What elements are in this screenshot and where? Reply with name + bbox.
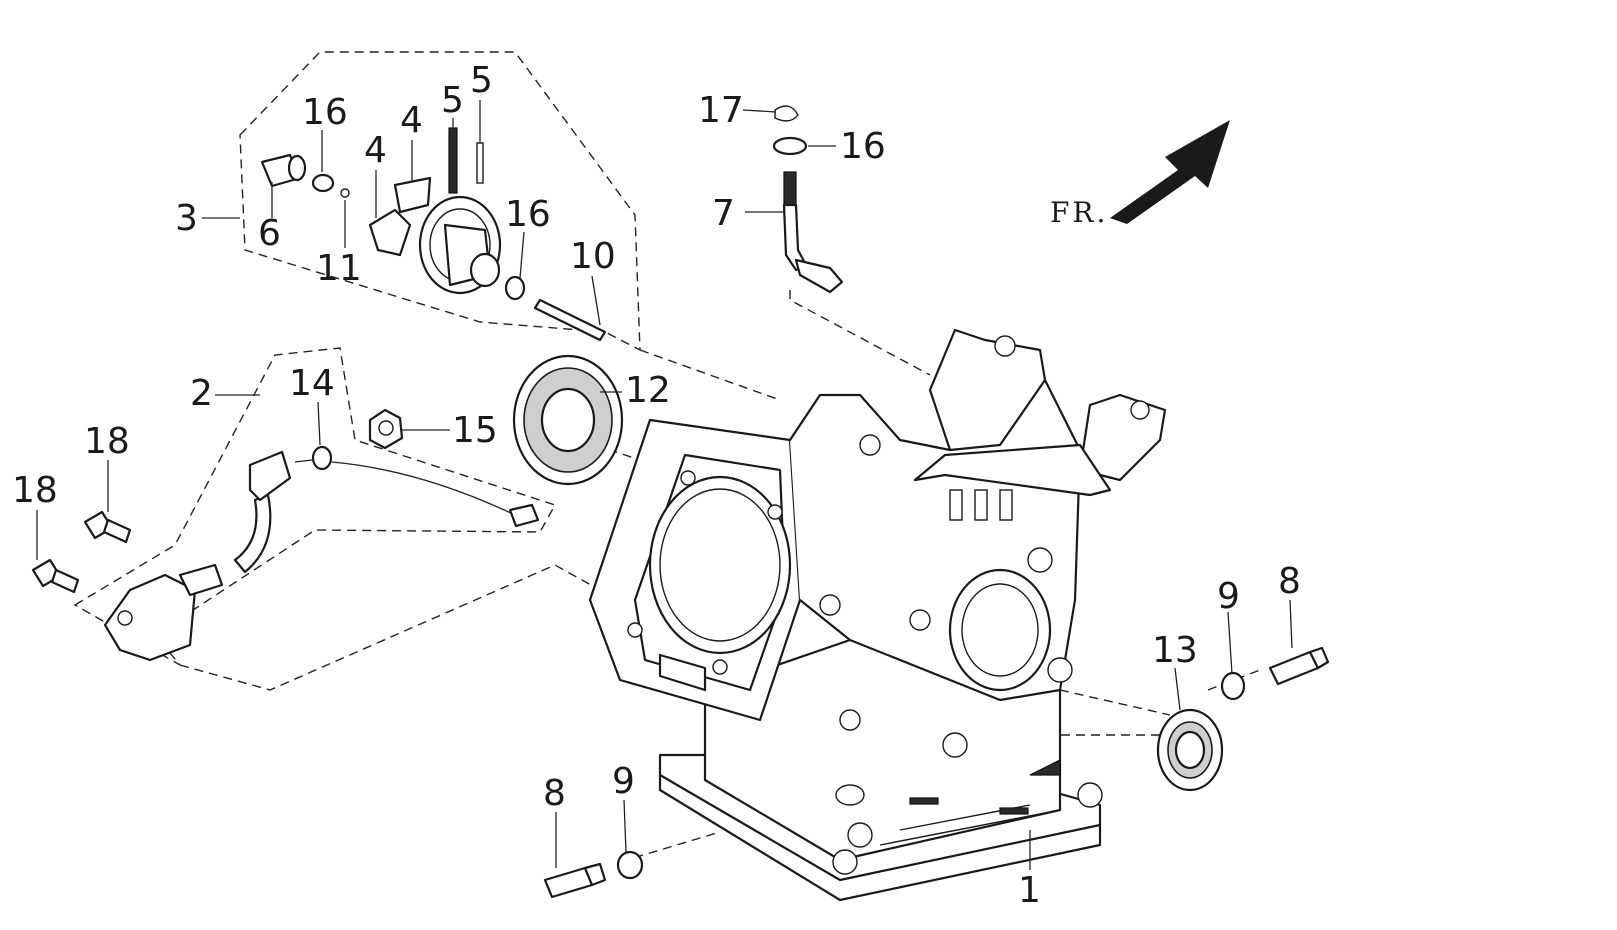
callout-16-right: 16 — [505, 194, 551, 235]
callout-3: 3 — [175, 198, 198, 239]
callout-18-right: 18 — [84, 421, 130, 462]
callout-4-lower: 4 — [364, 130, 387, 171]
callout-5-left: 5 — [441, 80, 464, 121]
washer-9-right — [1220, 671, 1246, 701]
callout-18-left: 18 — [12, 470, 58, 511]
front-direction-arrow-icon — [1110, 120, 1230, 224]
callout-16-left: 16 — [302, 92, 348, 133]
governor-to-crankcase-dash — [639, 349, 781, 401]
callout-2: 2 — [190, 373, 213, 414]
callout-9-bottom: 9 — [612, 761, 635, 802]
ball-bearing-12 — [512, 354, 624, 486]
drain-plug-8-bottom — [543, 862, 607, 899]
callout-17: 17 — [698, 90, 744, 131]
nut-15 — [368, 408, 404, 450]
lever-to-crankcase-dash — [789, 290, 931, 376]
callout-7: 7 — [712, 193, 735, 234]
crankcase-block — [588, 328, 1167, 902]
washer-16-lever — [772, 136, 808, 156]
governor-holder-4-lower — [368, 208, 412, 257]
callout-5-right: 5 — [470, 60, 493, 101]
clip-11 — [340, 188, 350, 198]
callout-8-right: 8 — [1278, 561, 1301, 602]
callout-6: 6 — [258, 213, 281, 254]
governor-holder-4-upper — [393, 176, 432, 214]
oil-level-sensor — [103, 445, 540, 662]
washer-16-right — [504, 275, 526, 301]
drain-plug-right-dash — [1207, 669, 1261, 691]
callout-1: 1 — [1018, 870, 1041, 911]
callout-12: 12 — [625, 370, 671, 411]
callout-10: 10 — [570, 236, 616, 277]
bolt-18-right — [83, 510, 132, 544]
callout-9-right: 9 — [1217, 576, 1240, 617]
governor-shaft-6 — [260, 153, 307, 188]
oil-seal-13 — [1156, 708, 1224, 792]
callout-11: 11 — [316, 248, 362, 289]
callout-13: 13 — [1152, 630, 1198, 671]
washer-14 — [311, 445, 333, 471]
callout-4-upper: 4 — [400, 100, 423, 141]
governor-lever-shaft-7 — [782, 171, 844, 294]
callout-15: 15 — [452, 410, 498, 451]
callout-16-lever: 16 — [840, 126, 886, 167]
governor-pin-10 — [533, 298, 607, 342]
front-label: FR. — [1050, 196, 1108, 229]
bolt-18-left — [31, 558, 80, 594]
washer-16-left — [311, 173, 335, 193]
sensor-to-crankcase-dash — [179, 564, 601, 691]
clip-17 — [774, 105, 799, 122]
governor-gear — [418, 195, 502, 295]
callout-labels: 1 2 3 4 4 5 5 6 7 8 8 9 9 10 11 12 13 14… — [12, 60, 1301, 911]
pin-5-right — [476, 142, 484, 184]
drain-plug-8-right — [1268, 646, 1330, 686]
governor-group-outline — [239, 51, 641, 352]
callout-14: 14 — [289, 363, 335, 404]
callout-leader-lines — [36, 100, 1293, 870]
washer-9-bottom — [616, 850, 644, 880]
pin-5-left — [448, 127, 458, 194]
callout-8-bottom: 8 — [543, 773, 566, 814]
